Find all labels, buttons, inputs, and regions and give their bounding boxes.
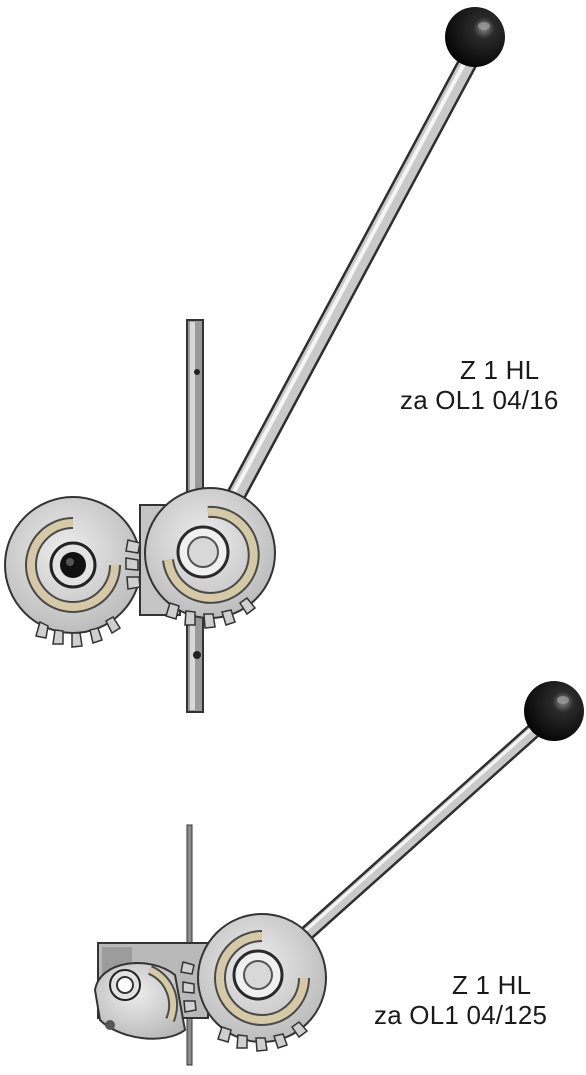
compatibility-text: za OL1 04/125 [374,1000,548,1030]
model-name: Z 1 HL [452,970,532,1000]
product-caption-1: Z 1 HL za OL1 04/16 [400,355,559,415]
mechanism-2 [93,681,584,1066]
lever-rod-1 [226,52,478,505]
right-gear-1 [144,487,276,629]
model-name: Z 1 HL [460,355,540,385]
lever-knob-2 [524,681,584,741]
lever-knob-1 [445,7,505,67]
product-caption-2: Z 1 HL za OL1 04/125 [374,970,547,1030]
compatibility-text: za OL1 04/16 [400,385,559,415]
lever-rod-2 [297,717,548,943]
mechanism-1 [4,7,505,713]
right-gear-2 [197,913,327,1052]
left-gear-1 [4,496,142,648]
left-gear-2 [93,962,187,1040]
